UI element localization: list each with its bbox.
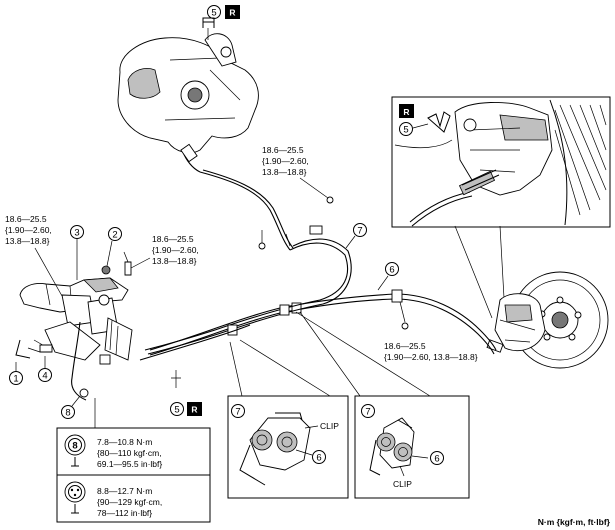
torque-spec-lever-left: 18.6—25.5 {1.90—2.60, 13.8—18.8}	[5, 214, 63, 297]
callout-number: 7	[365, 407, 370, 418]
callout-number: 1	[13, 374, 18, 385]
torque-line-2: {1.90—2.60,	[262, 156, 309, 166]
upper-caliper-assembly	[117, 17, 294, 251]
rear-right-brake-assembly	[486, 271, 609, 369]
clip-label: CLIP	[320, 421, 339, 431]
torque-line-1: 18.6—25.5	[262, 145, 304, 155]
units-note: N·m {kgf·m, ft·lbf}	[538, 517, 611, 527]
callout-number: 7	[357, 226, 362, 237]
table-row-1-line-2: {80—110 kgf·cm,	[97, 448, 162, 458]
replace-r-badge: R	[229, 8, 235, 18]
callout-number: 2	[112, 230, 117, 241]
torque-line-1: 18.6—25.5	[152, 234, 194, 244]
table-row-2-line-1: 8.8—12.7 N·m	[97, 486, 152, 496]
callout-6-top: 6	[377, 262, 399, 291]
callout-2: 2	[106, 227, 122, 267]
clip-detail-box-2: 7 6 CLIP	[295, 311, 470, 499]
callout-3: 3	[70, 225, 84, 280]
torque-line-2: {1.90—2.60, 13.8—18.8}	[384, 352, 478, 362]
callout-number: 6	[434, 454, 439, 465]
parking-brake-cable-6	[149, 289, 497, 356]
bolt-torque-table: 8 7.8—10.8 N·m {80—110 kgf·cm, 69.1—95.5…	[56, 398, 211, 523]
caliper-detail-inset: R 5	[391, 96, 611, 228]
table-row-2-line-2: {90—129 kgf·cm,	[97, 497, 162, 507]
torque-line-1: 18.6—25.5	[5, 214, 47, 224]
table-row-1-line-1: 7.8—10.8 N·m	[97, 437, 152, 447]
clip-detail-box-1: 7 CLIP 6	[227, 339, 349, 499]
callout-number: 3	[74, 228, 79, 239]
replace-r-badge: R	[191, 405, 197, 415]
bolt-icon-8mm: 8	[64, 434, 86, 467]
callout-5-top: 5 R	[207, 5, 240, 19]
callout-number: 5	[211, 8, 216, 19]
torque-line-2: {1.90—2.60,	[5, 225, 52, 235]
torque-spec-lever-right: 18.6—25.5 {1.90—2.60, 13.8—18.8}	[130, 234, 199, 269]
inset-callout-5: 5	[403, 125, 408, 136]
callout-5-bottom: 5 R	[170, 370, 202, 416]
inset-replace-r-badge: R	[403, 107, 409, 117]
callout-7-top: 7	[345, 223, 367, 249]
torque-line-3: 13.8—18.8}	[152, 256, 197, 266]
front-cable-segment	[139, 324, 251, 361]
torque-line-3: 13.8—18.8}	[5, 236, 50, 246]
parking-lever-assembly	[15, 251, 133, 401]
parking-brake-cable-7	[144, 225, 352, 355]
callout-4: 4	[38, 356, 52, 382]
callout-8: 8	[61, 388, 89, 419]
table-row-2-line-3: 78—112 in·lbf}	[97, 508, 152, 518]
table-row-1-line-3: 69.1—95.5 in·lbf}	[97, 459, 162, 469]
bolt-head-mark: 8	[72, 441, 77, 452]
torque-spec-top: 18.6—25.5 {1.90—2.60, 13.8—18.8}	[262, 145, 334, 204]
torque-line-3: 13.8—18.8}	[262, 167, 307, 177]
callout-number: 5	[174, 405, 179, 416]
bolt-icon-dots	[64, 481, 86, 514]
torque-line-2: {1.90—2.60,	[152, 245, 199, 255]
callout-number: 6	[389, 265, 394, 276]
callout-number: 4	[42, 371, 47, 382]
torque-spec-rear-right: 18.6—25.5 {1.90—2.60, 13.8—18.8}	[384, 341, 478, 362]
inset-leader	[454, 225, 506, 319]
callout-number: 8	[65, 408, 70, 419]
clip-label: CLIP	[393, 479, 412, 489]
callout-1: 1	[9, 362, 23, 385]
callout-number: 7	[235, 407, 240, 418]
torque-line-1: 18.6—25.5	[384, 341, 426, 351]
callout-number: 6	[316, 453, 321, 464]
